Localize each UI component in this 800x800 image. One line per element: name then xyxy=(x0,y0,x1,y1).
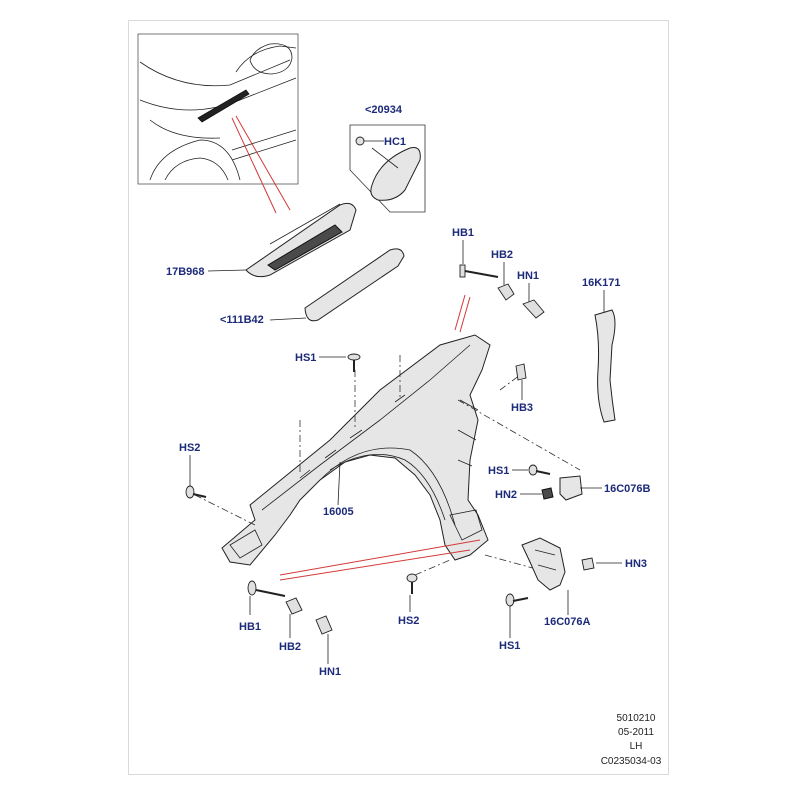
fastener-hs1-bottom xyxy=(505,593,529,607)
red-leader-top xyxy=(454,294,471,333)
part-16c076a xyxy=(521,537,566,591)
part-16k171 xyxy=(594,309,616,423)
fastener-hs2-left xyxy=(185,485,207,499)
callout-hc1: HC1 xyxy=(384,136,406,148)
red-leader-bottom xyxy=(279,539,481,581)
info-drawing-number: 5010210 xyxy=(617,713,656,724)
callout-hn1-bottom: HN1 xyxy=(319,666,341,678)
callout-hs1-bottom: HS1 xyxy=(499,640,520,652)
callout-20934: <20934 xyxy=(365,104,403,116)
part-16005-fender xyxy=(221,334,491,566)
callout-hs1-mid: HS1 xyxy=(488,465,509,477)
fasteners-bottom xyxy=(247,580,333,635)
fastener-hn3 xyxy=(581,557,595,571)
fastener-hb3 xyxy=(515,363,527,381)
fasteners-top xyxy=(459,264,545,319)
part-111b42 xyxy=(304,248,405,322)
fasteners-right-mid xyxy=(528,464,583,501)
callout-hb1-bottom: HB1 xyxy=(239,621,261,633)
callout-hn3: HN3 xyxy=(625,558,647,570)
callout-16c076b: 16C076B xyxy=(604,483,651,495)
callout-hn1-top: HN1 xyxy=(517,270,539,282)
red-leader-inset xyxy=(231,115,291,214)
part-17b968 xyxy=(245,202,357,278)
callout-hs2-left: HS2 xyxy=(179,442,200,454)
callout-hb1-top: HB1 xyxy=(452,227,474,239)
callout-16005: 16005 xyxy=(323,506,354,518)
diagram-frame xyxy=(128,20,669,775)
callout-16k171: 16K171 xyxy=(582,277,621,289)
callout-17b968: 17B968 xyxy=(166,266,205,278)
vehicle-inset xyxy=(137,33,299,185)
fastener-hs1-top xyxy=(347,353,361,372)
info-ref-code: C0235034-03 xyxy=(601,756,662,767)
info-side: LH xyxy=(630,741,643,752)
callout-111b42: <111B42 xyxy=(220,314,264,326)
callout-hb2-top: HB2 xyxy=(491,249,513,261)
fastener-hs2-bottom xyxy=(406,573,418,594)
vent-highlight xyxy=(197,89,250,123)
callout-hs1-top: HS1 xyxy=(295,352,316,364)
callout-16c076a: 16C076A xyxy=(544,616,591,628)
alignment-lines xyxy=(194,355,581,576)
part-20934-group xyxy=(349,124,426,213)
info-date: 05-2011 xyxy=(618,727,654,738)
callout-hb3: HB3 xyxy=(511,402,533,414)
callout-hs2-bottom: HS2 xyxy=(398,615,419,627)
callout-hb2-bottom: HB2 xyxy=(279,641,301,653)
callout-hn2: HN2 xyxy=(495,489,517,501)
